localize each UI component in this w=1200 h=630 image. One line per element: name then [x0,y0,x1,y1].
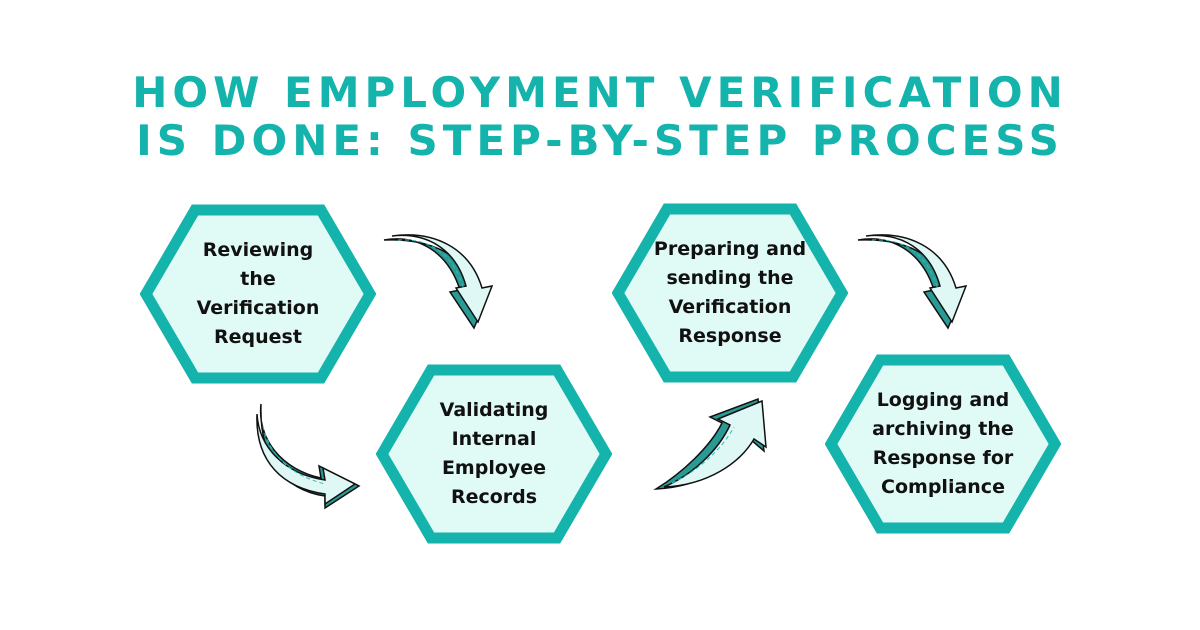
curved-arrow-down-right-icon [852,232,968,340]
curved-arrow-down-right-icon [255,400,367,512]
curved-arrow-up-right-icon [652,393,777,493]
title-line-1: HOW EMPLOYMENT VERIFICATION [132,68,1068,117]
hexagon-shape [825,354,1061,534]
hexagon-shape [376,364,612,544]
step-4-hexagon: Logging and archiving the Response for C… [825,354,1061,534]
curved-arrow-down-right-icon [378,232,494,342]
title-line-2: IS DONE: STEP-BY-STEP PROCESS [136,116,1064,165]
step-2-hexagon: Validating Internal Employee Records [376,364,612,544]
step-1-label: Reviewing the Verification Request [196,239,320,348]
step-3-label: Preparing and sending the Verification R… [653,238,807,347]
hexagon-shape [612,203,848,383]
step-2-label: Validating Internal Employee Records [439,399,549,508]
step-1-hexagon: Reviewing the Verification Request [140,204,376,384]
hexagon-shape [140,204,376,384]
step-4-label: Logging and archiving the Response for C… [872,389,1014,498]
step-3-hexagon: Preparing and sending the Verification R… [612,203,848,383]
